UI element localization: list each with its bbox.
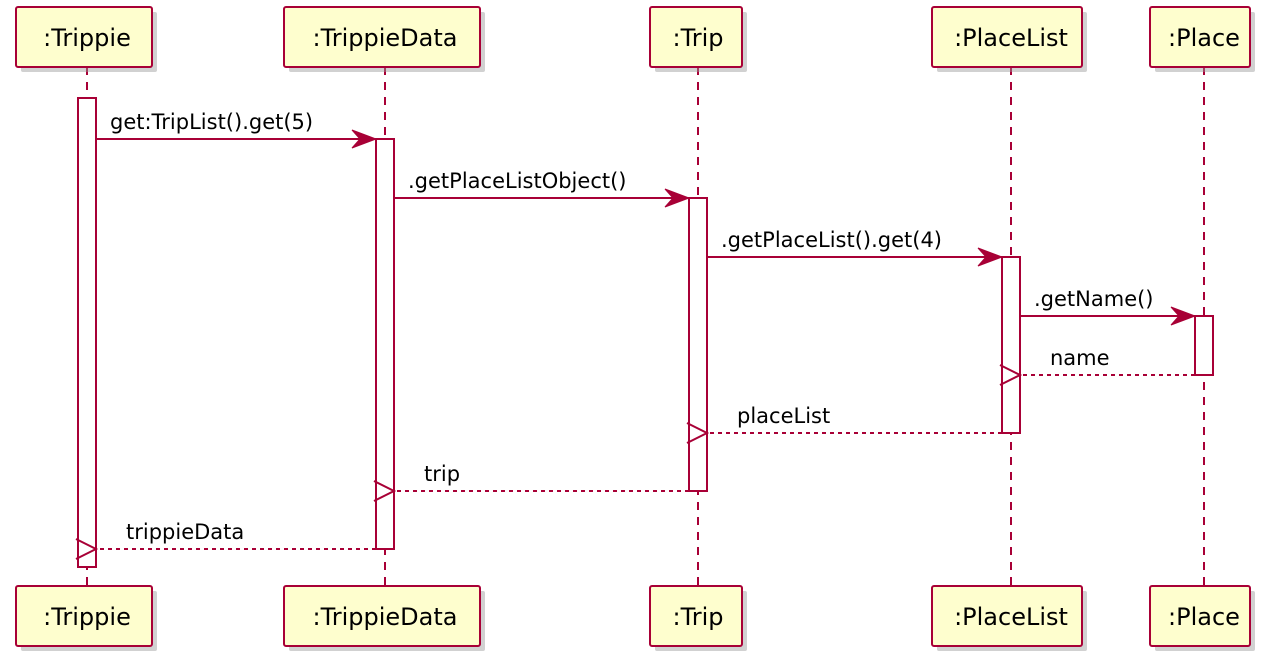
activation-bar-trippiedata [375, 138, 395, 550]
return-arrowhead [373, 480, 397, 502]
participant-trippiedata-bottom: :TrippieData [283, 585, 485, 651]
participant-place-bottom: :Place [1149, 585, 1255, 651]
participant-label: :PlaceList [954, 24, 1068, 52]
participant-trippie-bottom: :Trippie [15, 585, 157, 651]
participant-box [931, 6, 1083, 68]
call-arrowhead [1170, 306, 1197, 326]
activation-bar-trip [688, 197, 708, 492]
participant-boxes: :Trippie :Trippie :TrippieData :TrippieData… [15, 6, 1255, 651]
message-7: trip [373, 462, 689, 502]
participant-label: :TrippieData [313, 603, 458, 631]
activation-bars [77, 97, 1214, 568]
participant-trippie-top: :Trippie [15, 6, 157, 72]
message-1: get:TripList().get(5) [96, 110, 378, 149]
participant-placelist-top: :PlaceList [931, 6, 1087, 72]
participant-box [15, 585, 153, 647]
activation-bar-trippie [77, 97, 97, 568]
participant-box [649, 585, 743, 647]
message-5: name [999, 346, 1195, 386]
participant-label: :Trippie [43, 603, 131, 631]
return-arrowhead [686, 422, 710, 444]
participant-box [283, 6, 481, 68]
activation-bar-placelist [1001, 256, 1021, 434]
return-arrowhead [75, 538, 99, 560]
return-arrowhead [999, 364, 1023, 386]
message-label: name [1050, 346, 1110, 370]
participant-label: :Trip [673, 603, 724, 631]
message-8: trippieData [75, 520, 376, 560]
participant-box [15, 6, 153, 68]
participant-box [931, 585, 1083, 647]
message-label: .getName() [1034, 287, 1154, 311]
participant-trippiedata-top: :TrippieData [283, 6, 485, 72]
message-label: placeList [737, 404, 830, 428]
call-arrowhead [351, 129, 378, 149]
participant-box [1149, 6, 1251, 68]
call-arrowhead [664, 188, 691, 208]
activation-bar-place [1194, 315, 1214, 376]
messages: get:TripList().get(5) .getPlaceListObject… [75, 110, 1197, 560]
message-label: .getPlaceList().get(4) [721, 228, 942, 252]
participant-box [649, 6, 743, 68]
participant-trip-bottom: :Trip [649, 585, 747, 651]
call-arrowhead [977, 247, 1004, 267]
participant-label: :Place [1168, 603, 1240, 631]
message-4: .getName() [1020, 287, 1197, 326]
message-label: get:TripList().get(5) [110, 110, 313, 134]
participant-label: :Trippie [43, 24, 131, 52]
participant-label: :Trip [673, 24, 724, 52]
participant-box [283, 585, 481, 647]
participant-trip-top: :Trip [649, 6, 747, 72]
message-3: .getPlaceList().get(4) [707, 228, 1004, 267]
participant-placelist-bottom: :PlaceList [931, 585, 1087, 651]
participant-label: :PlaceList [954, 603, 1068, 631]
participant-box [1149, 585, 1251, 647]
participant-place-top: :Place [1149, 6, 1255, 72]
lifelines [86, 67, 1205, 586]
message-label: trippieData [126, 520, 244, 544]
message-2: .getPlaceListObject() [394, 169, 691, 208]
message-label: trip [424, 462, 460, 486]
participant-label: :TrippieData [313, 24, 458, 52]
participant-label: :Place [1168, 24, 1240, 52]
message-6: placeList [686, 404, 1002, 444]
message-label: .getPlaceListObject() [408, 169, 626, 193]
